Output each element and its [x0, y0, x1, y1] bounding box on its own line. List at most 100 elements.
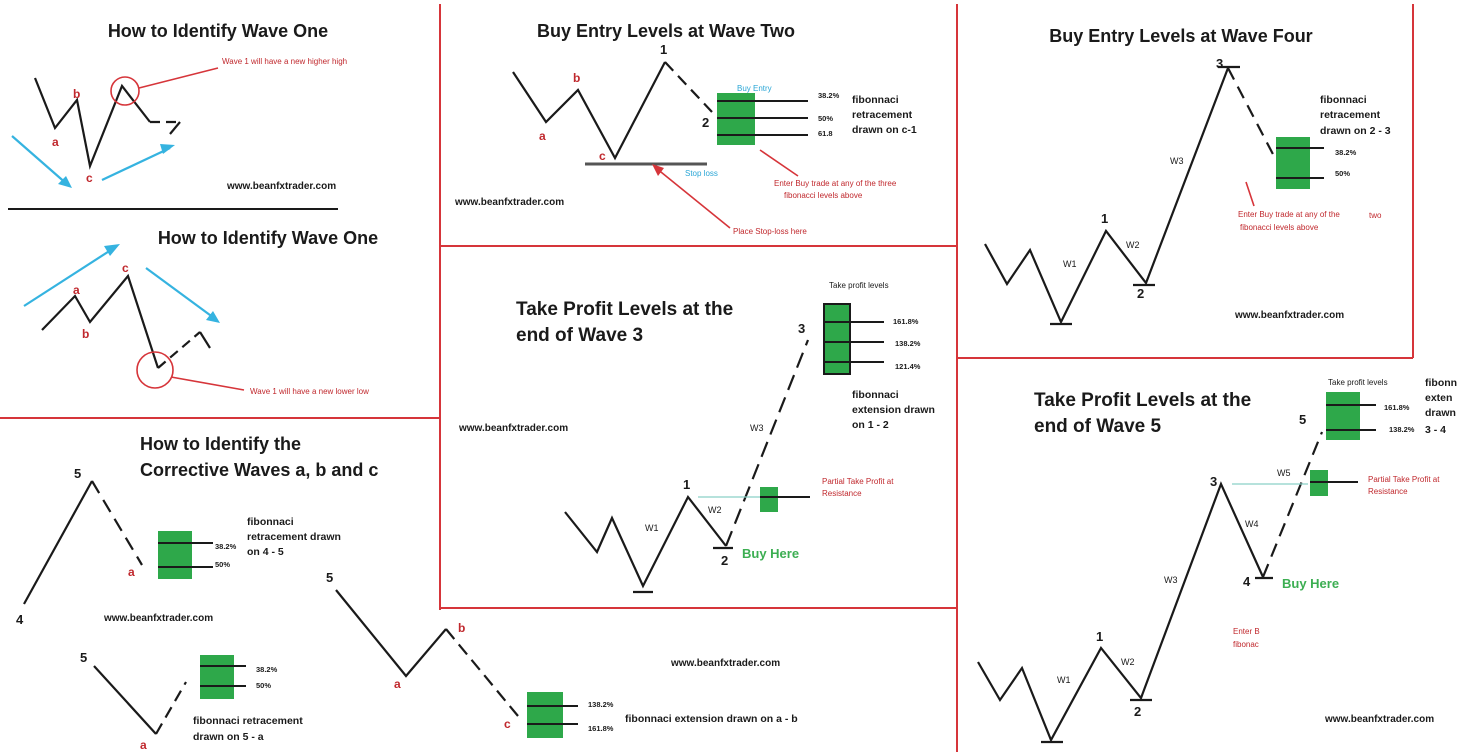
wave-tag: W3: [1170, 156, 1184, 166]
fib-description: on 4 - 5: [247, 546, 284, 558]
site-watermark: www.beanfxtrader.com: [226, 181, 336, 192]
panel-buy-entry-wave-two: Buy Entry Levels at Wave Two 1 2 a b c S…: [454, 21, 917, 236]
wave-tag: W1: [1057, 675, 1071, 685]
wave-label-a: a: [73, 283, 80, 297]
fib-description: drawn on c-1: [852, 124, 917, 136]
buy-here-label: Buy Here: [742, 546, 799, 561]
fib-level-label: 121.4%: [895, 362, 921, 371]
fib-level-label: 61.8: [818, 129, 833, 138]
wave-label-5: 5: [1299, 412, 1306, 427]
wave-path: [93, 665, 157, 735]
trend-arrow-down: [145, 267, 215, 319]
wave-label-2: 2: [1137, 286, 1144, 301]
wave-label-c: c: [86, 171, 93, 185]
panel-frames: [0, 4, 1414, 752]
callout-note: Enter Buy trade at any of the: [1238, 210, 1340, 219]
fib-level-label: 38.2%: [215, 542, 237, 551]
panel-title: Buy Entry Levels at Wave Four: [1049, 26, 1312, 46]
arrow-head-icon: [58, 176, 72, 188]
wave-path: [41, 273, 160, 369]
panel-take-profit-wave-three: Take Profit Levels at the end of Wave 3 …: [458, 281, 935, 594]
fib-level-label: 138.2%: [1389, 425, 1415, 434]
callout-note: Wave 1 will have a new higher high: [222, 57, 347, 66]
fib-description: exten: [1425, 392, 1452, 404]
fib-description: fibonnaci extension drawn on a - b: [625, 713, 798, 725]
fib-level-label: 38.2%: [1335, 148, 1357, 157]
partial-tp-note: Partial Take Profit at: [1368, 475, 1440, 484]
wave-label-4: 4: [1243, 574, 1251, 589]
wave-path: [564, 494, 727, 589]
wave-label-a: a: [539, 129, 546, 143]
site-watermark: www.beanfxtrader.com: [1234, 310, 1344, 321]
wave-label-b: b: [573, 71, 580, 85]
tp-levels-label: Take profit levels: [829, 281, 889, 290]
fib-zone-box: [527, 692, 563, 738]
wave-extension: [155, 681, 187, 735]
wave-label-1: 1: [1101, 211, 1108, 226]
fib-description: retracement drawn: [247, 531, 341, 543]
site-watermark: www.beanfxtrader.com: [103, 613, 213, 624]
fib-description: fibonnaci: [247, 516, 294, 528]
wave-tag: W2: [1126, 240, 1140, 250]
callout-note: fibonacci levels above: [784, 191, 863, 200]
fib-description: drawn on 2 - 3: [1320, 125, 1391, 137]
callout-line: [138, 67, 219, 89]
wave-extension: [1261, 431, 1324, 578]
site-watermark: www.beanfxtrader.com: [454, 197, 564, 208]
wave-label-2: 2: [1134, 704, 1141, 719]
wave-tag: W5: [1277, 468, 1291, 478]
arrow-head-icon: [652, 164, 664, 176]
fib-zone-box: [1276, 137, 1310, 189]
wave-extension: [724, 339, 810, 547]
wave-label-3: 3: [1216, 56, 1223, 71]
fib-description: retracement: [852, 109, 913, 121]
fib-zone-box: [1326, 392, 1360, 440]
fib-level-label: 38.2%: [256, 665, 278, 674]
panel-title: end of Wave 3: [516, 325, 643, 346]
site-watermark: www.beanfxtrader.com: [670, 658, 780, 669]
wave-label-4: 4: [16, 612, 24, 627]
wave-label-2: 2: [721, 553, 728, 568]
highlight-circle: [136, 351, 174, 389]
buy-here-label: Buy Here: [1282, 576, 1339, 591]
site-watermark: www.beanfxtrader.com: [458, 423, 568, 434]
wave-tag: W1: [1063, 259, 1077, 269]
partial-tp-note: Resistance: [822, 489, 862, 498]
panel-title: Take Profit Levels at the: [516, 299, 733, 320]
fib-description: on 1 - 2: [852, 419, 889, 431]
fib-level-label: 38.2%: [818, 91, 840, 100]
wave-label-a: a: [394, 677, 401, 691]
callout-note: Wave 1 will have a new lower low: [250, 387, 369, 396]
fib-description: drawn: [1425, 407, 1456, 419]
wave-tag: W3: [1164, 575, 1178, 585]
arrow-head-icon: [206, 311, 220, 323]
arrow-head-icon: [160, 144, 175, 154]
callout-note: Enter Buy trade at any of the three: [774, 179, 897, 188]
wave-extension: [157, 331, 201, 369]
fib-description: fibonnaci: [852, 389, 899, 401]
wave-label-b: b: [82, 327, 89, 341]
fib-description: drawn on 5 - a: [193, 731, 264, 743]
callout-note: two: [1369, 211, 1382, 220]
wave-label-2: 2: [702, 115, 709, 130]
buy-entry-label: Buy Entry: [737, 84, 772, 93]
fib-zone-box: [823, 303, 851, 375]
wave-label-3: 3: [1210, 474, 1217, 489]
fib-level-label: 138.2%: [588, 700, 614, 709]
wave-extension: [445, 628, 519, 717]
wave-extension: [664, 61, 713, 113]
trend-arrow-down: [11, 135, 69, 186]
panel-wave-one-high: How to Identify Wave One Wave 1 will hav…: [11, 21, 347, 192]
wave-segment: [169, 121, 181, 135]
fib-level-label: 161.8%: [1384, 403, 1410, 412]
wave-path: [23, 480, 93, 605]
wave-path: [512, 61, 666, 161]
callout-note: Enter B: [1233, 627, 1260, 636]
wave-tag: W1: [645, 523, 659, 533]
highlight-circle: [110, 76, 140, 106]
fib-description: retracement: [1320, 109, 1381, 121]
trend-arrow-up: [23, 247, 115, 307]
wave-label-a: a: [128, 565, 135, 579]
callout-note: fibonacci levels above: [1240, 223, 1319, 232]
